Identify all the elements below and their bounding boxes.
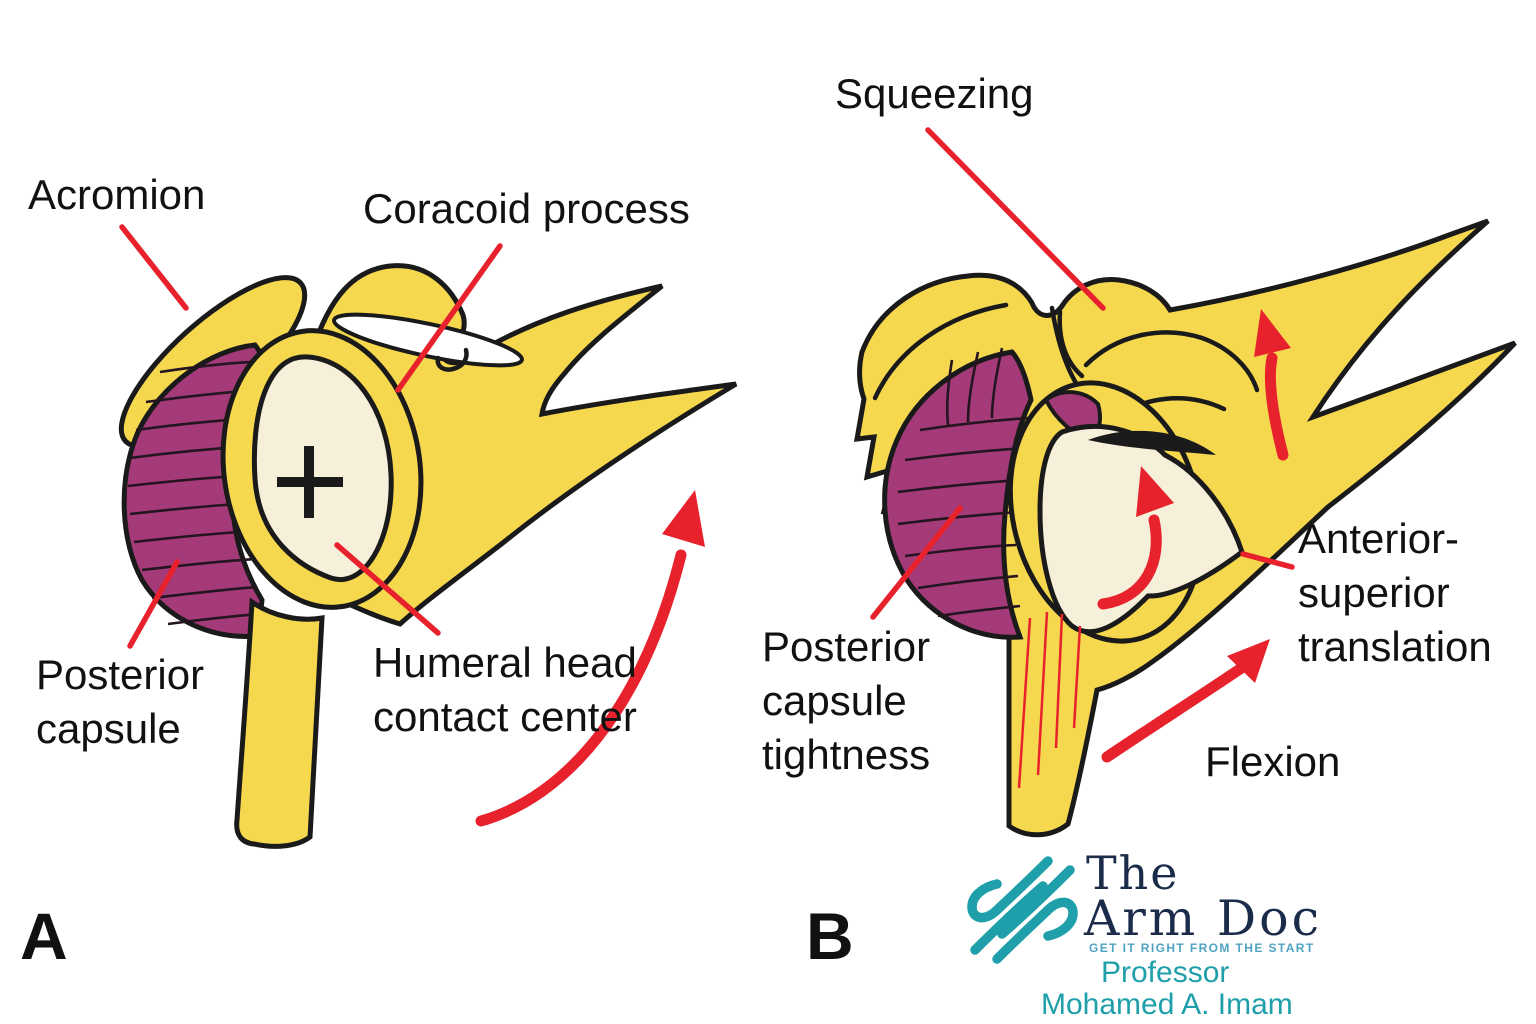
arm-doc-logo-icon (967, 856, 1078, 964)
humerus-tension-lines (1017, 611, 1082, 789)
panel-letter-b: B (806, 899, 854, 973)
acromion-leader (119, 224, 189, 311)
squeezing-leader (925, 127, 1106, 311)
anterior-superior-translation-label: Anterior- superior translation (1298, 515, 1492, 670)
posterior-capsule-tight-shape (882, 349, 1034, 640)
panel-b-contour-lines (872, 302, 1260, 425)
posterior-capsule-tightness-label: Posterior capsule tightness (762, 623, 931, 778)
logo-name: Mohamed A. Imam (1041, 988, 1293, 1021)
panel-b-illustration (853, 127, 1517, 838)
panel-letter-a: A (20, 899, 68, 973)
contact-crescent (1088, 430, 1216, 455)
flexion-arrow-b (1101, 639, 1270, 763)
superior-translation-arrow (1254, 309, 1291, 461)
logo-brand-the: The (1086, 846, 1180, 900)
coracoid-process-label: Coracoid process (363, 185, 690, 232)
anterior-superior-leader (1240, 551, 1295, 570)
humerus-shaft-a (234, 597, 325, 849)
coracoid-leader (395, 243, 503, 393)
logo-tagline: GET IT RIGHT FROM THE START (1089, 941, 1315, 955)
panel-a-leader-lines (119, 224, 503, 649)
humeral-head-leader (334, 542, 441, 636)
humeral-head-contact-center-label: Humeral head contact center (373, 639, 637, 740)
squeezing-label: Squeezing (835, 70, 1034, 117)
coracoid-hook-curl (435, 347, 469, 372)
panel-b-leader-lines (870, 127, 1295, 620)
posterior-capsule-label: Posterior capsule (36, 651, 205, 752)
panel-a-illustration (118, 224, 738, 849)
flexion-arrow-a (475, 490, 705, 827)
contact-center-cross (277, 446, 343, 518)
translation-arrow-joint (1097, 466, 1174, 610)
acromion-label: Acromion (28, 171, 206, 218)
humeral-head-shape-a (251, 354, 394, 582)
squeeze-fold-2 (1083, 330, 1260, 393)
posterior-capsule-leader-b (870, 505, 963, 620)
humeral-head-shape-b (1037, 424, 1245, 635)
flexion-label: Flexion (1205, 738, 1341, 785)
logo-brand-arm-doc: Arm Doc (1084, 890, 1323, 947)
posterior-capsule-leader-a (127, 559, 180, 649)
logo-professor: Professor (1101, 956, 1230, 989)
